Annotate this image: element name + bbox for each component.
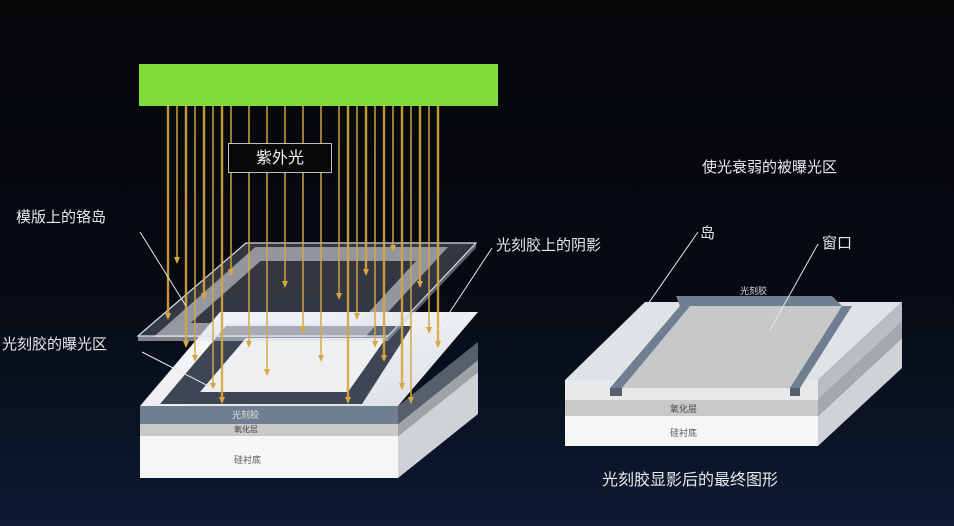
uv-ray-arrowhead (219, 397, 225, 404)
left-layer-oxide: 氧化层 (234, 425, 258, 434)
left-substrate-front (140, 436, 398, 478)
uv-ray-arrowhead (372, 341, 378, 348)
mask-glass-edge (138, 336, 388, 341)
uv-ray-arrowhead (300, 327, 306, 334)
left-photoresist-side (398, 342, 478, 424)
right-layer-substrate: 硅衬底 (670, 429, 698, 439)
right-wafer-stack (565, 296, 902, 446)
shadow-label: 光刻胶上的阴影 (496, 236, 602, 254)
uv-ray-arrowhead (246, 341, 252, 348)
uv-ray-arrowhead (417, 281, 423, 288)
right-layer-photoresist: 光刻胶 (740, 287, 768, 297)
uv-ray-arrowhead (408, 397, 414, 404)
uv-ray-arrowhead (282, 281, 288, 288)
uv-ray-arrowhead (354, 313, 360, 320)
right-oxide-front (565, 400, 818, 416)
weakened-label: 使光衰弱的被曝光区 (702, 158, 838, 176)
leader-shadow (437, 247, 493, 331)
leader-window (769, 243, 819, 331)
uv-ray-arrowhead (165, 313, 171, 320)
leader-exposed (141, 351, 221, 393)
right-photoresist-side (818, 302, 902, 400)
island-label: 岛 (700, 224, 716, 242)
uv-ray-arrowhead (264, 369, 270, 376)
right-oxide-side (818, 322, 902, 416)
uv-ray-arrowhead (399, 383, 405, 390)
uv-ray-arrowhead (192, 355, 198, 362)
mask-chrome-frame (153, 247, 448, 337)
left-shadow-island (200, 338, 386, 392)
right-island-frame (610, 296, 852, 396)
left-oxide-side (398, 360, 478, 436)
uv-ray-arrowhead (345, 397, 351, 404)
callout-lines (139, 231, 819, 393)
left-substrate-side (398, 372, 478, 478)
uv-ray-arrowhead (390, 245, 396, 252)
left-layer-photoresist: 光刻胶 (232, 411, 260, 421)
uv-ray-arrowhead (426, 327, 432, 334)
uv-source-bar (139, 64, 498, 106)
uv-ray-arrowhead (363, 269, 369, 276)
uv-ray-arrowhead (228, 269, 234, 276)
uv-label: 紫外光 (228, 143, 332, 173)
left-oxide-front (140, 424, 398, 436)
leader-island (633, 231, 699, 325)
uv-ray-arrowhead (174, 257, 180, 264)
left-layer-substrate: 硅衬底 (234, 456, 262, 466)
mask-glass-side (388, 243, 476, 341)
right-substrate-front (565, 416, 818, 446)
right-substrate-side (818, 338, 902, 446)
uv-ray-arrowhead (201, 293, 207, 300)
final-pattern-caption: 光刻胶显影后的最终图形 (602, 470, 779, 489)
uv-ray-arrowhead (183, 341, 189, 348)
mask-island-label: 模版上的铬岛 (16, 208, 107, 226)
uv-ray-arrowhead (381, 355, 387, 362)
uv-ray-arrowhead (435, 341, 441, 348)
uv-ray-arrowhead (210, 383, 216, 390)
right-layer-oxide: 氧化层 (670, 405, 698, 415)
exposed-label: 光刻胶的曝光区 (2, 335, 108, 353)
uv-ray-arrowhead (318, 355, 324, 362)
window-label: 窗口 (822, 234, 853, 252)
uv-rays (165, 106, 441, 404)
leader-mask-island (139, 231, 187, 307)
uv-ray-arrowhead (336, 293, 342, 300)
left-photoresist-front (140, 406, 398, 424)
